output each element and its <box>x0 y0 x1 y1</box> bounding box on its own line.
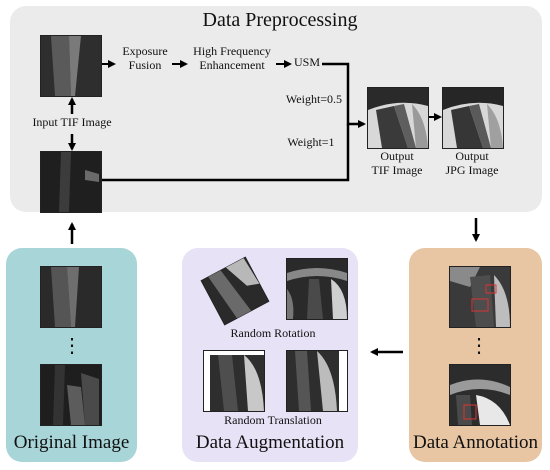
annotation-panel-title: Data Annotation <box>412 432 539 453</box>
annotation-ellipsis: ⋮ <box>469 335 489 357</box>
output-tif-label: Output TIF Image <box>362 149 432 178</box>
step-exposure-fusion: Exposure Fusion <box>114 44 176 73</box>
step-exposure-line2: Fusion <box>128 57 162 72</box>
original-panel-title: Original Image <box>13 432 130 453</box>
input-tif-image <box>40 35 102 97</box>
augmentation-panel-title: Data Augmentation <box>195 432 345 453</box>
random-translation-label: Random Translation <box>224 413 322 427</box>
step-exposure-line1: Exposure <box>122 44 168 58</box>
augmented-translation-image-2 <box>286 350 348 412</box>
augmented-translation-image-1 <box>203 350 265 412</box>
annotated-image-1 <box>449 266 511 328</box>
output-jpg-line1: Output <box>455 149 489 163</box>
output-tif-line2: TIF Image <box>371 162 423 177</box>
output-jpg-label: Output JPG Image <box>437 149 507 178</box>
original-to-output-line <box>102 124 350 182</box>
usm-to-output-line <box>322 62 366 128</box>
augmented-rotation-image-2 <box>286 258 348 320</box>
weight-usm-label: Weight=0.5 <box>285 92 343 106</box>
step-high-frequency: High Frequency Enhancement <box>186 44 278 73</box>
original-image-thumb-2 <box>40 364 102 426</box>
augmented-rotated-image <box>200 256 270 326</box>
random-rotation-label: Random Rotation <box>230 326 316 340</box>
output-jpg-image <box>442 87 504 149</box>
step-hf-line2: Enhancement <box>199 57 265 72</box>
annotated-image-2 <box>449 364 511 426</box>
weight-original-label: Weight=1 <box>287 135 335 149</box>
original-image-thumb-1 <box>40 266 102 328</box>
preprocessing-title: Data Preprocessing <box>202 9 358 31</box>
output-tif-image <box>367 87 429 149</box>
input-original-image <box>40 151 102 213</box>
step-usm: USM <box>293 55 320 69</box>
output-tif-line1: Output <box>380 149 414 163</box>
output-jpg-line2: JPG Image <box>445 162 499 177</box>
original-ellipsis: ⋮ <box>62 335 82 357</box>
step-hf-line1: High Frequency <box>193 44 271 58</box>
input-tif-label: Input TIF Image <box>32 115 112 129</box>
